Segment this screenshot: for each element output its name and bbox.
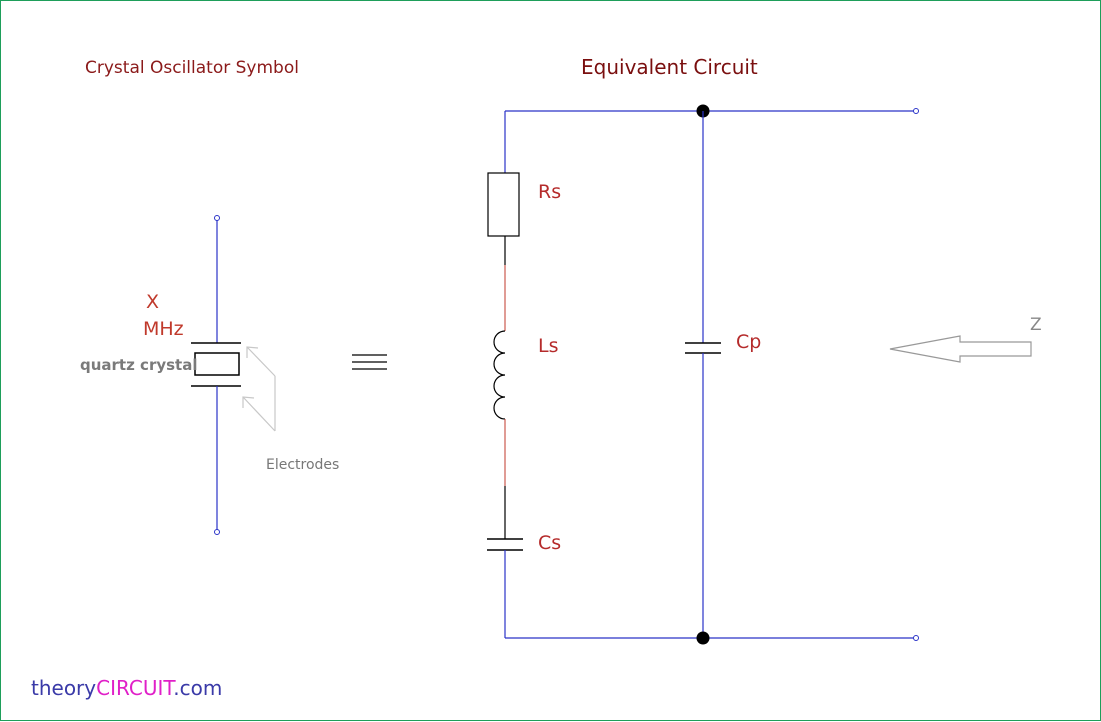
- brand-part-theory: theory: [31, 676, 96, 700]
- brand-watermark: theoryCIRCUIT.com: [31, 676, 222, 700]
- impedance-arrow-icon: [889, 335, 1032, 363]
- resistor-rs: [487, 172, 520, 237]
- inductor-ls: [493, 330, 506, 420]
- junction-bottom: [696, 631, 710, 645]
- arrow-head-top: [246, 346, 259, 358]
- quartz-crystal-label: quartz crystal: [80, 356, 198, 374]
- symbol-terminal-bottom: [214, 529, 220, 535]
- quartz-crystal-body: [194, 352, 240, 376]
- electrodes-pointer: [242, 346, 276, 432]
- cs-label: Cs: [538, 532, 561, 554]
- brand-part-com: .com: [173, 676, 222, 700]
- terminal-top-right: [913, 108, 919, 114]
- brand-part-circuit: CIRCUIT: [96, 676, 176, 700]
- electrodes-label: Electrodes: [266, 457, 339, 473]
- symbol-terminal-top: [214, 215, 220, 221]
- frequency-x-label: X: [146, 291, 159, 313]
- circuit-title: Equivalent Circuit: [581, 55, 758, 79]
- ls-label: Ls: [538, 335, 558, 357]
- terminal-bottom-right: [913, 635, 919, 641]
- rs-label: Rs: [538, 181, 561, 203]
- frequency-mhz-label: MHz: [143, 318, 184, 340]
- equivalence-sign: [352, 354, 387, 370]
- cp-label: Cp: [736, 331, 761, 353]
- symbol-title: Crystal Oscillator Symbol: [85, 58, 299, 78]
- crystal-symbol: [191, 215, 241, 535]
- arrow-head-bottom: [242, 396, 255, 408]
- pointer-line-bottom: [242, 396, 276, 432]
- pointer-line-top: [246, 346, 276, 377]
- impedance-z-label: Z: [1030, 315, 1042, 335]
